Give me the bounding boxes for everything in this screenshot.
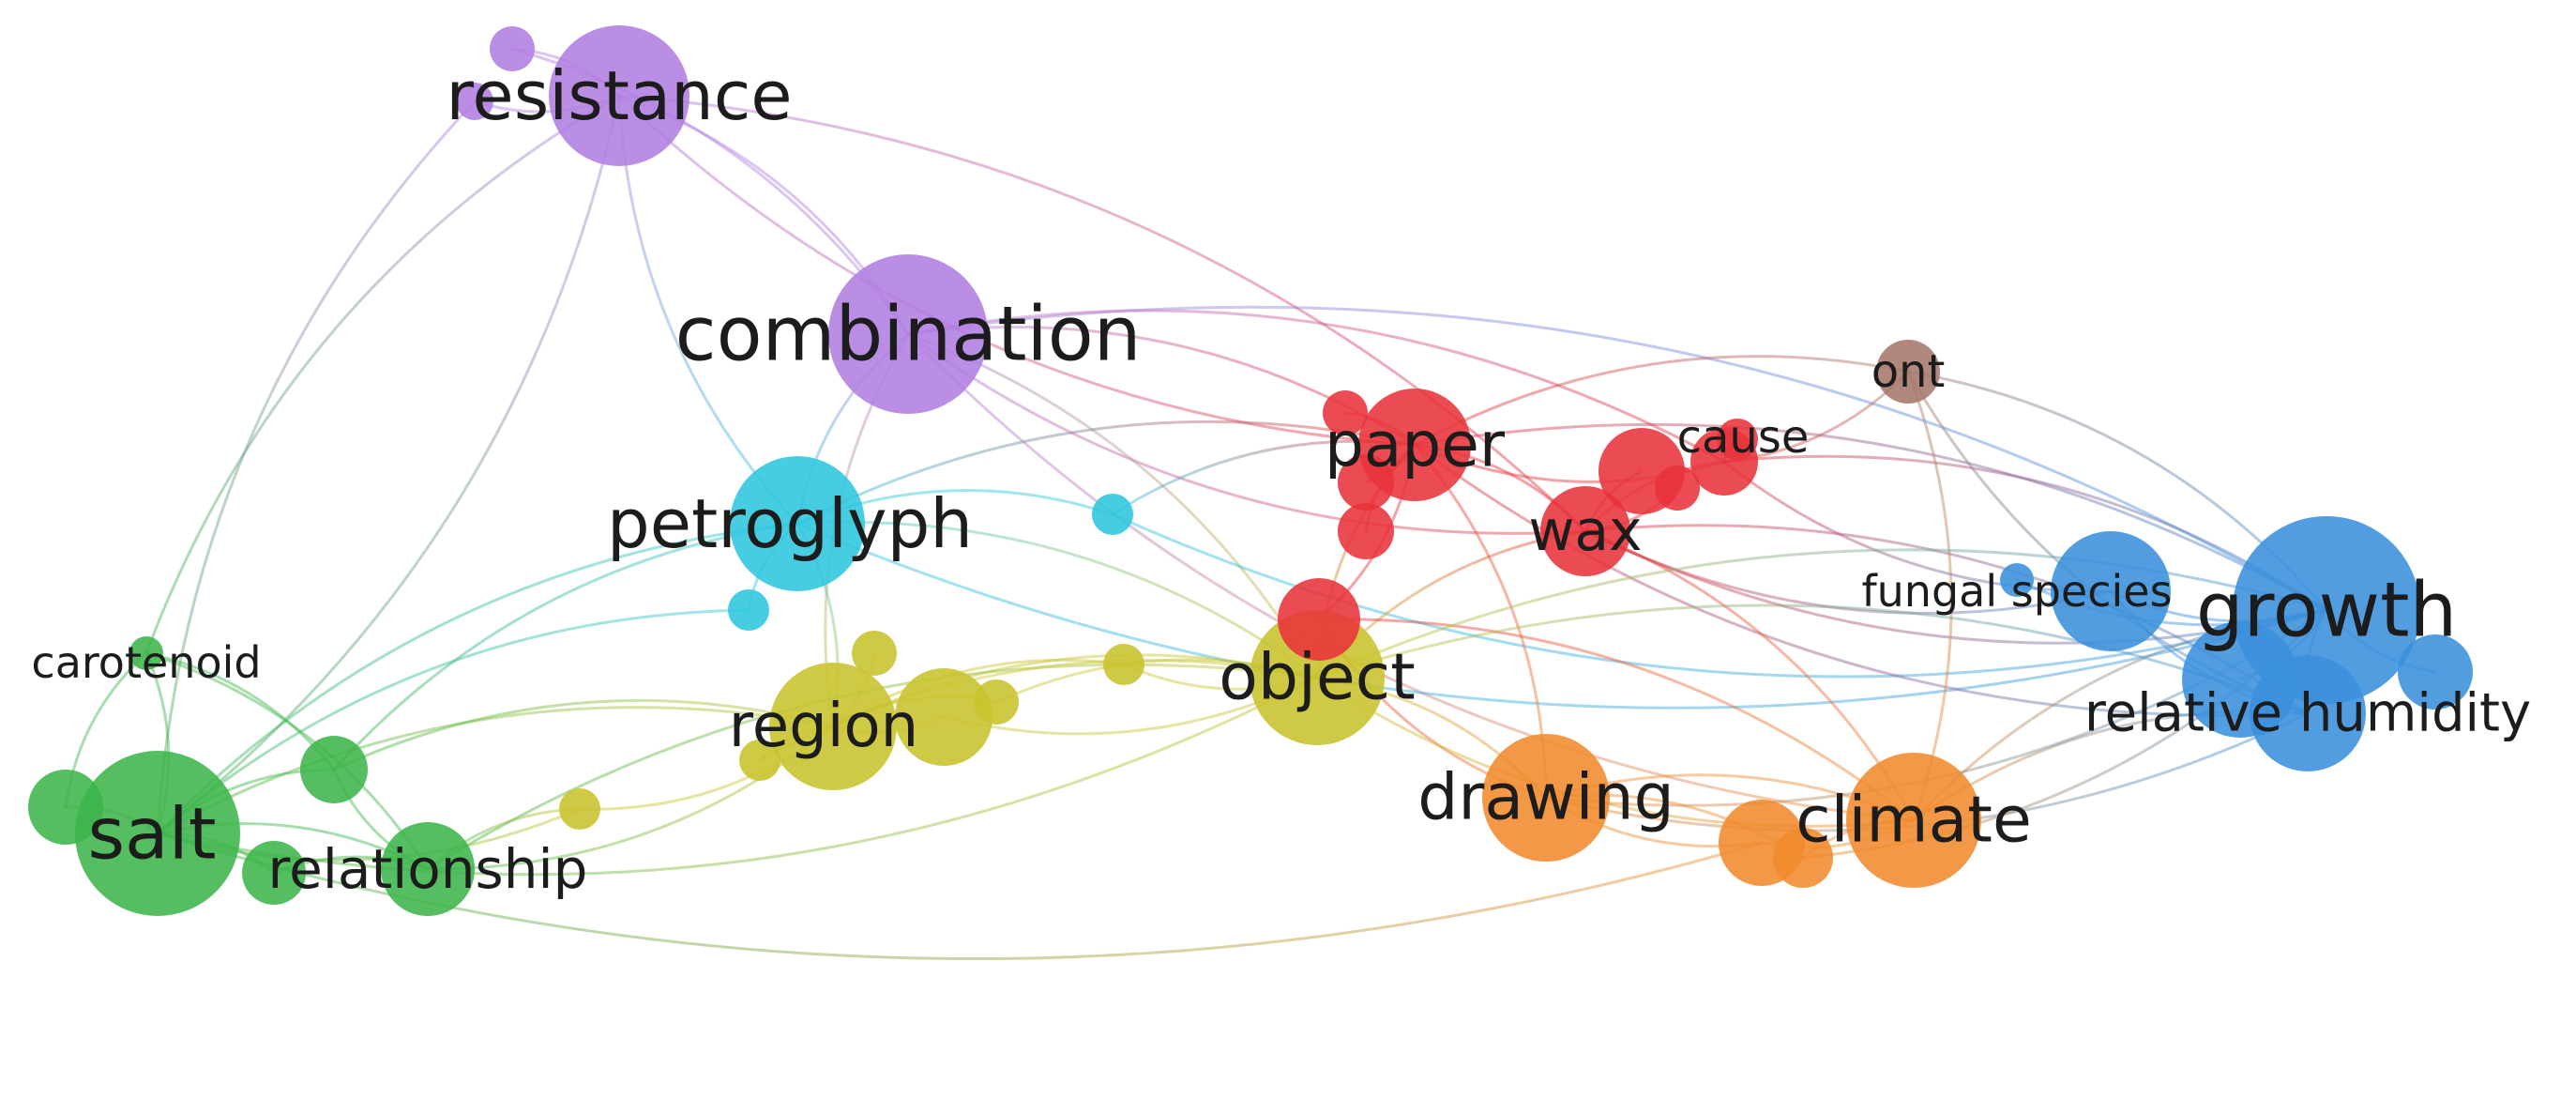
edge-petroglyph-salt — [156, 522, 799, 835]
edge-resistance-carotenoid — [144, 94, 621, 655]
edge-object-salt — [156, 676, 1319, 877]
node-resistance[interactable] — [549, 25, 689, 166]
label-resistance: resistance — [446, 56, 792, 135]
edge-paper-growth — [1413, 422, 2328, 612]
edge-g_a-petroglyph — [332, 522, 799, 771]
edge-resistance-salt — [156, 94, 621, 835]
edge-petroglyph-object — [796, 520, 1319, 679]
label-carotenoid: carotenoid — [31, 637, 261, 688]
label-drawing: drawing — [1417, 761, 1674, 835]
network-labels: resistancecombinationpetroglyphpaperwaxc… — [31, 56, 2531, 901]
edge-petroglyph-paper — [796, 420, 1417, 526]
node-relationship[interactable] — [381, 822, 475, 916]
node-y_d[interactable] — [1103, 644, 1144, 685]
node-b_b[interactable] — [2398, 634, 2473, 710]
node-y_f[interactable] — [559, 788, 600, 830]
label-humidity: relative humidity — [2084, 683, 2531, 744]
label-combination: combination — [675, 291, 1142, 378]
node-r_a[interactable] — [1323, 390, 1368, 435]
label-region: region — [729, 692, 918, 761]
node-y_e[interactable] — [739, 740, 780, 781]
node-b_a[interactable] — [2182, 621, 2298, 738]
node-c_small2[interactable] — [728, 589, 769, 631]
network-nodes — [28, 25, 2473, 916]
node-fungal[interactable] — [2051, 531, 2171, 651]
label-growth: growth — [2196, 567, 2457, 654]
label-salt: salt — [87, 792, 216, 876]
label-ont: ont — [1871, 345, 1946, 398]
edge-paper-ont — [1413, 355, 1910, 447]
edge-r_g-climate — [1317, 618, 1916, 822]
node-ont[interactable] — [1876, 340, 1940, 404]
node-y_a[interactable] — [895, 668, 993, 766]
node-y_b[interactable] — [974, 679, 1019, 725]
label-fungal: fungal species — [1861, 566, 2172, 617]
edge-object-growth — [1315, 548, 2328, 679]
edge-combination-wax — [906, 332, 1587, 535]
edge-humidity-object — [1315, 603, 2310, 715]
node-p_small2[interactable] — [456, 83, 493, 120]
node-climate[interactable] — [1846, 753, 1981, 888]
node-r_c[interactable] — [1338, 503, 1394, 559]
node-g_a[interactable] — [300, 736, 368, 803]
node-wax[interactable] — [1540, 486, 1630, 576]
edge-paper-humidity — [1413, 443, 2310, 717]
node-region[interactable] — [769, 663, 897, 790]
edge-resistance-paper — [617, 94, 1417, 447]
edge-relationship-carotenoid — [144, 651, 430, 871]
node-carotenoid[interactable] — [129, 636, 163, 670]
node-p_small1[interactable] — [490, 26, 535, 71]
node-drawing[interactable] — [1482, 734, 1610, 862]
node-o_b[interactable] — [1773, 828, 1833, 888]
label-paper: paper — [1325, 409, 1506, 481]
node-g_c[interactable] — [242, 841, 306, 905]
node-combination[interactable] — [828, 254, 988, 414]
node-r_b[interactable] — [1338, 454, 1394, 511]
label-object: object — [1219, 641, 1416, 715]
label-cause: cause — [1677, 411, 1810, 464]
edge-p_small2-salt — [156, 99, 477, 835]
label-climate: climate — [1796, 784, 2032, 858]
node-c_small1[interactable] — [1092, 494, 1133, 535]
node-petroglyph[interactable] — [730, 456, 865, 591]
node-b_c[interactable] — [2000, 563, 2034, 597]
node-salt[interactable] — [75, 751, 240, 916]
edge-c_small2-salt — [156, 608, 750, 835]
label-petroglyph: petroglyph — [607, 484, 973, 563]
label-wax: wax — [1528, 498, 1642, 564]
node-r_f[interactable] — [1717, 419, 1758, 460]
edge-c_small1-growth — [1111, 512, 2328, 679]
network-edges — [64, 47, 2437, 960]
edge-combination-cause — [906, 309, 1726, 464]
label-relationship: relationship — [268, 837, 588, 901]
edge-region-g_a — [332, 698, 835, 771]
node-y_c[interactable] — [852, 631, 897, 676]
edge-petroglyph-growth — [796, 522, 2328, 710]
node-r_e[interactable] — [1655, 466, 1700, 511]
node-g_b[interactable] — [28, 770, 103, 845]
node-r_g[interactable] — [1278, 578, 1360, 661]
